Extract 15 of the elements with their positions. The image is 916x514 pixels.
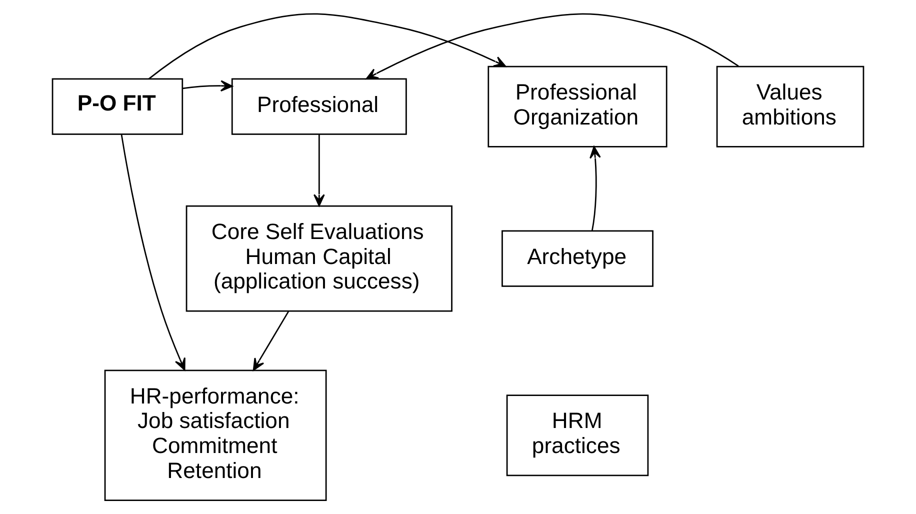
node-box: Archetype <box>502 230 654 287</box>
arrow <box>120 134 186 371</box>
node-box: Professional Organization <box>488 66 668 148</box>
node-box: HRM practices <box>506 394 649 476</box>
node-box: Values ambitions <box>716 66 864 148</box>
arrow <box>148 13 506 80</box>
arrow <box>590 146 601 231</box>
node-box: HR-performance: Job satisfaction Commitment Retention <box>104 370 327 501</box>
arrow <box>252 310 290 371</box>
node-box: P-O FIT <box>52 78 184 135</box>
arrow <box>182 80 233 92</box>
arrow <box>366 13 739 80</box>
node-box: Core Self Evaluations Human Capital (application success) <box>186 205 452 312</box>
arrow <box>314 134 325 206</box>
node-box: Professional <box>231 78 407 135</box>
